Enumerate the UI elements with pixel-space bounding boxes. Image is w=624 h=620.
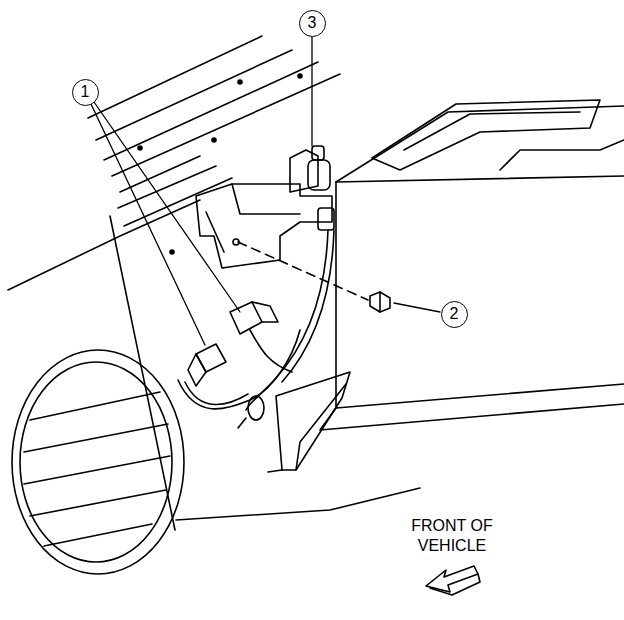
wiring-harness-part xyxy=(250,330,292,372)
sensor-bracket-part xyxy=(196,184,332,268)
electrical-connectors-part xyxy=(188,354,206,386)
callout-circle: 2 xyxy=(441,301,468,328)
leader-lines-part xyxy=(311,37,312,146)
battery-box-part xyxy=(336,182,624,408)
headlamp-part xyxy=(20,362,172,562)
mounting-bracket-part xyxy=(268,470,282,472)
cowl-panel-lines-part xyxy=(170,250,174,254)
battery-box-part xyxy=(336,176,624,182)
headlamp-part xyxy=(24,392,170,546)
electrical-connectors-part xyxy=(230,302,262,334)
electrical-connectors-part xyxy=(248,396,264,420)
battery-box xyxy=(320,100,624,430)
leader-lines-part xyxy=(94,102,240,312)
electrical-connectors-part xyxy=(196,344,226,372)
cowl-panel-lines-part xyxy=(112,74,340,176)
cowl-panel-lines-part xyxy=(298,74,302,78)
sensor-bracket-part xyxy=(308,160,330,190)
electrical-connectors-part xyxy=(252,302,278,322)
direction-arrow-part xyxy=(430,574,480,595)
battery-box-part xyxy=(372,100,600,170)
electrical-connectors xyxy=(188,302,278,428)
callout-number: 3 xyxy=(308,15,317,31)
wiring-harness-part xyxy=(178,330,300,409)
cowl-panel-lines xyxy=(8,36,340,530)
sensor-bracket-part xyxy=(206,212,224,252)
mounting-bracket-part xyxy=(276,372,350,470)
bolt-part xyxy=(370,292,390,312)
bolt xyxy=(238,242,390,312)
direction-note: FRONT OF VEHICLE xyxy=(402,516,502,556)
cowl-panel-lines-part xyxy=(120,156,200,192)
cowl-panel-lines-part xyxy=(124,178,232,226)
callout-number: 2 xyxy=(450,306,459,322)
wiring-harness-part xyxy=(185,382,248,405)
cowl-panel-lines-part xyxy=(212,138,216,142)
cowl-panel-lines-part xyxy=(238,80,242,84)
battery-box-part xyxy=(320,404,624,430)
battery-box-part xyxy=(336,106,624,182)
electrical-connectors-part xyxy=(238,418,246,428)
cowl-panel-lines-part xyxy=(88,36,262,118)
cowl-panel-lines-part xyxy=(110,216,175,530)
mounting-bracket-part xyxy=(296,384,346,470)
battery-box-part xyxy=(500,140,624,170)
cowl-panel-lines-part xyxy=(138,146,142,150)
callout-circle: 1 xyxy=(72,79,99,106)
bolt-part xyxy=(238,242,368,300)
sensor-bracket xyxy=(196,146,334,268)
headlamp-part xyxy=(12,350,184,574)
callout-number: 1 xyxy=(81,84,90,100)
leader-lines xyxy=(91,37,440,345)
mounting-bracket-part xyxy=(176,488,420,520)
mounting-bracket xyxy=(176,372,420,520)
bolt-part xyxy=(379,292,381,312)
sensor-bracket-part xyxy=(318,208,334,230)
battery-box-part xyxy=(404,112,580,150)
wiring-harness-part xyxy=(282,230,334,382)
sensor-bracket-part xyxy=(290,150,318,192)
direction-arrow-part xyxy=(426,566,478,592)
cowl-panel-lines-part xyxy=(118,166,216,208)
direction-arrow xyxy=(426,566,480,595)
headlamp xyxy=(12,350,184,574)
leader-lines-part xyxy=(394,303,440,312)
callout-circle: 3 xyxy=(299,10,326,37)
cowl-panel-lines-part xyxy=(104,62,318,160)
sensor-bracket-part xyxy=(312,146,324,160)
cowl-panel-lines-part xyxy=(96,50,292,140)
leader-lines-part xyxy=(91,104,205,345)
